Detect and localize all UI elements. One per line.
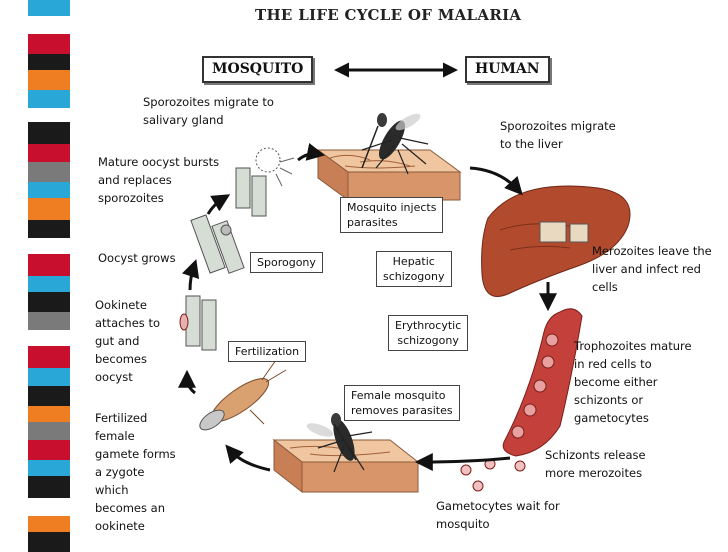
label-line: liver and infect red xyxy=(592,262,701,276)
label-line: becomes an xyxy=(95,501,165,515)
label-line: Fertilized xyxy=(95,411,148,425)
label-line: schizogony xyxy=(397,334,459,347)
label-line: Mosquito injects xyxy=(347,201,437,214)
label-line: mosquito xyxy=(436,517,490,531)
label-line: to the liver xyxy=(500,137,563,151)
label-line: gut and xyxy=(95,334,140,348)
box-sporogony: Sporogony xyxy=(250,252,323,273)
label-line: becomes xyxy=(95,352,148,366)
label-line: Female mosquito xyxy=(351,389,446,402)
skin-block-icon xyxy=(272,438,420,494)
box-hepatic-schizogony: Hepatic schizogony xyxy=(376,251,452,287)
label-ookinete: Ookinete attaches to gut and becomes ooc… xyxy=(95,296,160,386)
label-sporozoites-salivary: Sporozoites migrate to salivary gland xyxy=(143,93,274,129)
label-line: more merozoites xyxy=(545,466,643,480)
liver-icon xyxy=(481,185,631,297)
blood-vessel-icon xyxy=(502,308,583,457)
label-line: Merozoites leave the xyxy=(592,244,712,258)
label-line: Ookinete xyxy=(95,298,147,312)
mosquito-icon xyxy=(361,113,429,175)
mosquito-icon xyxy=(199,359,287,431)
label-line: cells xyxy=(592,280,618,294)
label-line: and replaces xyxy=(98,173,172,187)
label-line: sporozoites xyxy=(98,191,164,205)
label-gametocytes-wait: Gametocytes wait for mosquito xyxy=(436,497,560,533)
human-host-header: HUMAN xyxy=(465,56,550,83)
page-title: THE LIFE CYCLE OF MALARIA xyxy=(255,6,522,24)
label-line: salivary gland xyxy=(143,113,224,127)
label-line: oocyst xyxy=(95,370,133,384)
label-line: Trophozoites mature xyxy=(574,339,692,353)
label-line: schizogony xyxy=(383,270,445,283)
mosquito-icon xyxy=(306,413,373,473)
box-female-removes: Female mosquito removes parasites xyxy=(344,385,460,421)
label-line: Schizonts release xyxy=(545,448,646,462)
label-fertilized: Fertilized female gamete forms a zygote … xyxy=(95,409,176,535)
box-fertilization: Fertilization xyxy=(228,341,307,362)
label-line: Erythrocytic xyxy=(395,319,462,332)
label-line: parasites xyxy=(347,216,398,229)
label-line: Hepatic xyxy=(392,255,435,268)
label-oocyst-grows: Oocyst grows xyxy=(98,251,176,265)
label-line: ookinete xyxy=(95,519,145,533)
label-line: Sporozoites migrate to xyxy=(143,95,274,109)
label-line: gametocytes xyxy=(574,411,649,425)
label-line: schizonts or xyxy=(574,393,644,407)
label-merozoites-leave: Merozoites leave the liver and infect re… xyxy=(592,242,712,296)
label-sporozoites-liver: Sporozoites migrate to the liver xyxy=(500,117,616,153)
label-trophozoites: Trophozoites mature in red cells to beco… xyxy=(574,337,692,427)
label-line: in red cells to xyxy=(574,357,652,371)
oocyst-icon xyxy=(235,147,295,217)
label-line: Sporozoites migrate xyxy=(500,119,616,133)
label-line: attaches to xyxy=(95,316,160,330)
mosquito-host-header: MOSQUITO xyxy=(202,56,314,83)
oocyst-icon xyxy=(179,295,217,351)
box-mosquito-injects: Mosquito injects parasites xyxy=(340,197,444,233)
box-erythrocytic-schizogony: Erythrocytic schizogony xyxy=(388,315,469,351)
decorative-stripe xyxy=(28,0,70,552)
label-line: Mature oocyst bursts xyxy=(98,155,220,169)
label-mature-oocyst: Mature oocyst bursts and replaces sporoz… xyxy=(98,153,219,207)
gametocyte-cells-icon xyxy=(460,458,526,492)
label-line: gamete forms xyxy=(95,447,176,461)
oocyst-icon xyxy=(190,214,245,274)
label-line: female xyxy=(95,429,135,443)
skin-block-icon xyxy=(316,149,462,201)
label-line: Gametocytes wait for xyxy=(436,499,560,513)
label-line: removes parasites xyxy=(351,404,453,417)
label-line: a zygote xyxy=(95,465,145,479)
cycle-arrow-icon xyxy=(178,143,557,472)
label-line: which xyxy=(95,483,129,497)
label-line: become either xyxy=(574,375,658,389)
label-schizonts: Schizonts release more merozoites xyxy=(545,446,646,482)
